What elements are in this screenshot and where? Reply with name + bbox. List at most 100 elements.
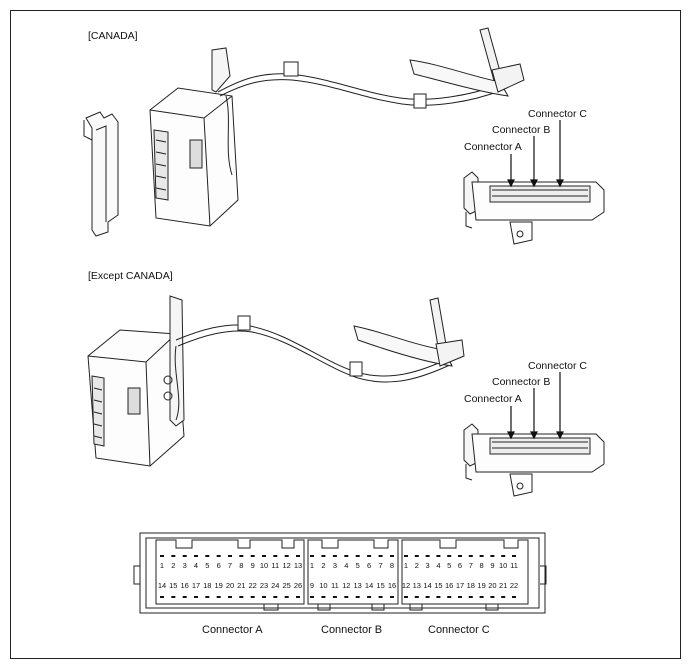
connector-a-pin-10: 10 [260,561,268,570]
connector-a-pin-16-contact [182,596,187,598]
connector-a-pin-14: 14 [158,581,166,590]
pinout-connector-c-label: Connector C [428,624,490,636]
connector-b-pin-16-contact [390,596,394,598]
connector-c-pin-12-contact [404,596,408,598]
connector-c-pin-6-contact [458,555,462,557]
connector-b-pin-7: 7 [379,561,383,570]
connector-c-pin-1-contact [404,555,408,557]
connector-a-pin-6: 6 [217,561,221,570]
connector-c-pin-2-contact [414,555,419,557]
connector-b-pin-16: 16 [388,581,396,590]
connector-b-pin-10: 10 [319,581,327,590]
canada-connector-c-label: Connector C [528,108,587,120]
connector-b-pin-14-contact [367,596,372,598]
connector-a-pin-11-contact [273,555,278,557]
connector-b-pin-2: 2 [321,561,325,570]
connector-a-pin-24: 24 [271,581,279,590]
connector-b-pin-6-contact [367,555,372,557]
connector-b-pin-11: 11 [331,581,339,590]
connector-c-pin-15: 15 [434,581,442,590]
connector-a-pin-13-contact [296,555,300,557]
connector-c-pin-22: 22 [510,581,518,590]
connector-b-pin-15-contact [378,596,383,598]
connector-c-pin-21: 21 [499,581,507,590]
connector-b-pin-14: 14 [365,581,373,590]
connector-a-pin-11: 11 [271,561,279,570]
diagram-frame [10,10,681,659]
connector-c-pin-16: 16 [445,581,453,590]
connector-c-pin-20-contact [490,596,495,598]
connector-b-pin-15: 15 [376,581,384,590]
connector-c-pin-11: 11 [510,561,518,570]
connector-c-pin-5: 5 [447,561,451,570]
connector-c-pin-7-contact [468,555,473,557]
connector-a-pin-15: 15 [169,581,177,590]
connector-b-pin-7-contact [378,555,383,557]
connector-a-pin-1: 1 [160,561,164,570]
canada-connector-a-label: Connector A [464,141,522,153]
connector-c-pin-3-contact [425,555,430,557]
connector-a-pin-7: 7 [228,561,232,570]
connector-c-pin-20: 20 [488,581,496,590]
connector-c-pin-14-contact [425,596,430,598]
connector-c-pin-22-contact [512,596,516,598]
connector-b-pin-11-contact [332,596,337,598]
connector-a-pin-4: 4 [194,561,198,570]
connector-b-pin-3: 3 [333,561,337,570]
connector-c-pin-2: 2 [415,561,419,570]
connector-b-pin-12-contact [344,596,349,598]
connector-c-pin-5-contact [447,555,452,557]
connector-b-pin-9-contact [310,596,314,598]
connector-a-pin-18: 18 [203,581,211,590]
connector-c-pin-18-contact [468,596,473,598]
connector-a-pin-13: 13 [294,561,302,570]
connector-b-pin-1: 1 [310,561,314,570]
connector-a-pin-2-contact [171,555,176,557]
connector-a-pin-21-contact [239,596,244,598]
connector-a-pin-3: 3 [183,561,187,570]
connector-b-pin-12: 12 [342,581,350,590]
connector-b-pin-4-contact [344,555,349,557]
connector-a-pin-10-contact [262,555,266,557]
connector-a-pin-3-contact [182,555,187,557]
connector-a-pin-23: 23 [260,581,268,590]
connector-c-pin-11-contact [512,555,516,557]
connector-a-pin-21: 21 [237,581,245,590]
connector-a-pin-4-contact [194,555,198,557]
connector-a-pin-12: 12 [283,561,291,570]
connector-a-pin-9-contact [250,555,255,557]
connector-a-pin-25-contact [284,596,289,598]
connector-c-pin-10-contact [501,555,506,557]
connector-c-pin-1: 1 [404,561,408,570]
connector-a-pin-20: 20 [226,581,234,590]
canada-connector-b-label: Connector B [492,124,551,136]
section-title-except-canada: [Except CANADA] [88,270,173,282]
connector-a-pin-6-contact [216,555,221,557]
connector-b-pin-5-contact [355,555,360,557]
connector-a-pin-2: 2 [171,561,175,570]
connector-c-pin-16-contact [447,596,452,598]
connector-a-pin-12-contact [284,555,289,557]
connector-b-pin-9: 9 [310,581,314,590]
connector-a-pin-5: 5 [205,561,209,570]
connector-c-pin-8: 8 [480,561,484,570]
connector-a-pin-18-contact [205,596,210,598]
connector-c-pin-13: 13 [413,581,421,590]
connector-b-pin-2-contact [321,555,326,557]
connector-a-pin-8-contact [239,555,244,557]
connector-b-pin-10-contact [321,596,326,598]
connector-a-pin-24-contact [273,596,278,598]
connector-b-pin-4: 4 [344,561,348,570]
connector-c-pin-3: 3 [426,561,430,570]
connector-a-pin-26-contact [296,596,300,598]
connector-a-pin-19-contact [216,596,221,598]
pinout-connector-a-label: Connector A [202,624,263,636]
connector-b-pin-3-contact [332,555,337,557]
connector-c-pin-6: 6 [458,561,462,570]
connector-a-pin-20-contact [228,596,232,598]
connector-b-pin-5: 5 [356,561,360,570]
connector-a-pin-14-contact [160,596,164,598]
connector-a-pin-26: 26 [294,581,302,590]
connector-c-pin-7: 7 [469,561,473,570]
connector-a-pin-25: 25 [283,581,291,590]
